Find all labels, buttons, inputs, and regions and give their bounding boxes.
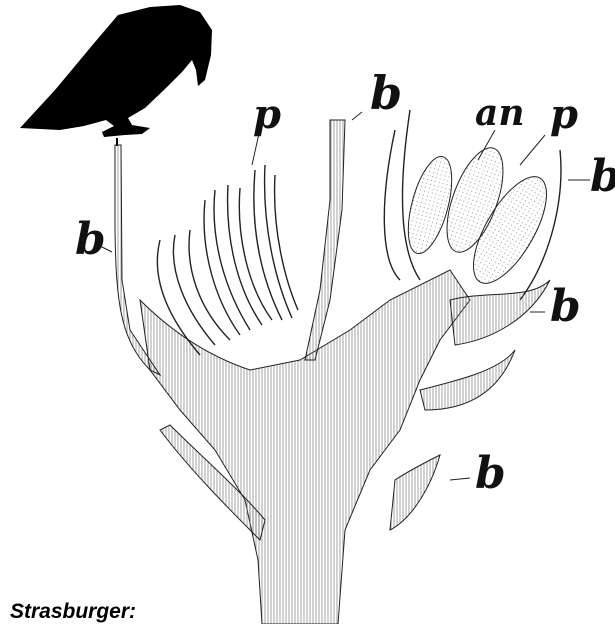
antheridia-right <box>384 110 561 300</box>
label-b-top: b <box>370 70 402 116</box>
label-p-right: p <box>550 95 578 135</box>
label-b-left: b <box>75 218 106 262</box>
label-b-right-low: b <box>475 452 506 496</box>
label-p-left: p <box>253 95 281 135</box>
crow-icon <box>20 5 212 146</box>
label-b-right-mid: b <box>550 285 581 329</box>
label-b-right-top: b <box>590 155 615 199</box>
label-an: an <box>475 95 525 131</box>
caption-author: Strasburger: <box>10 600 136 624</box>
stem-center <box>305 120 345 360</box>
paraphyses-left <box>157 165 298 355</box>
